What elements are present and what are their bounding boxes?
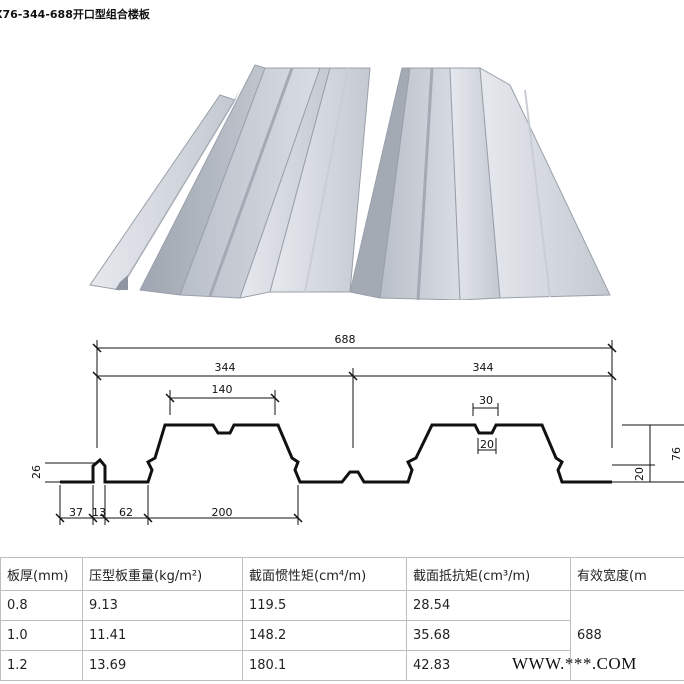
dim-half-left-label: 344 xyxy=(215,361,236,374)
cell-weight: 13.69 xyxy=(82,650,243,681)
cell-effective-width: 688 xyxy=(570,590,684,681)
header-weight: 压型板重量(kg/m²) xyxy=(82,557,243,591)
table-header-row: 板厚(mm) 压型板重量(kg/m²) 截面惯性矩(cm⁴/m) 截面抵抗矩(c… xyxy=(0,557,684,591)
header-modulus: 截面抵抗矩(cm³/m) xyxy=(406,557,571,591)
dim-lip-height-label: 26 xyxy=(30,465,43,479)
cell-inertia: 180.1 xyxy=(242,650,407,681)
dim-b-label: 13 xyxy=(92,506,106,519)
dim-height-label: 76 xyxy=(670,447,683,461)
cell-modulus: 42.83 xyxy=(406,650,571,681)
dim-rib-inner-label: 20 xyxy=(480,438,494,451)
table-row: 1.2 13.69 180.1 42.83 xyxy=(0,650,684,681)
dim-rib-outer-label: 30 xyxy=(479,394,493,407)
cell-inertia: 119.5 xyxy=(242,590,407,621)
cell-weight: 11.41 xyxy=(82,620,243,651)
dim-c-label: 62 xyxy=(119,506,133,519)
table-row: 0.8 9.13 119.5 28.54 688 xyxy=(0,590,684,681)
cell-modulus: 35.68 xyxy=(406,620,571,651)
dim-total-label: 688 xyxy=(335,333,356,346)
cell-thickness: 1.0 xyxy=(0,620,83,651)
cell-inertia: 148.2 xyxy=(242,620,407,651)
header-inertia: 截面惯性矩(cm⁴/m) xyxy=(242,557,407,591)
dim-top-flange-label: 140 xyxy=(212,383,233,396)
cross-section-drawing: 688 344 344 140 30 20 76 20 26 37 13 62 … xyxy=(30,333,684,525)
watermark-text: WWW.***.COM xyxy=(512,654,637,673)
header-thickness: 板厚(mm) xyxy=(0,557,83,591)
dim-half-right-label: 344 xyxy=(473,361,494,374)
spec-table: 板厚(mm) 压型板重量(kg/m²) 截面惯性矩(cm⁴/m) 截面抵抗矩(c… xyxy=(0,557,684,681)
dim-d-label: 200 xyxy=(212,506,233,519)
header-effective-width: 有效宽度(m xyxy=(570,557,684,591)
page-title: X76-344-688开口型组合楼板 xyxy=(0,8,150,21)
table-row: 1.0 11.41 148.2 35.68 xyxy=(0,620,684,651)
cell-weight: 9.13 xyxy=(82,590,243,621)
cell-modulus: 28.54 xyxy=(406,590,571,621)
deck-panel-illustration xyxy=(89,64,611,300)
cell-thickness: 1.2 xyxy=(0,650,83,681)
dim-rib-depth-label: 20 xyxy=(633,467,646,481)
dim-a-label: 37 xyxy=(69,506,83,519)
cell-thickness: 0.8 xyxy=(0,590,83,621)
